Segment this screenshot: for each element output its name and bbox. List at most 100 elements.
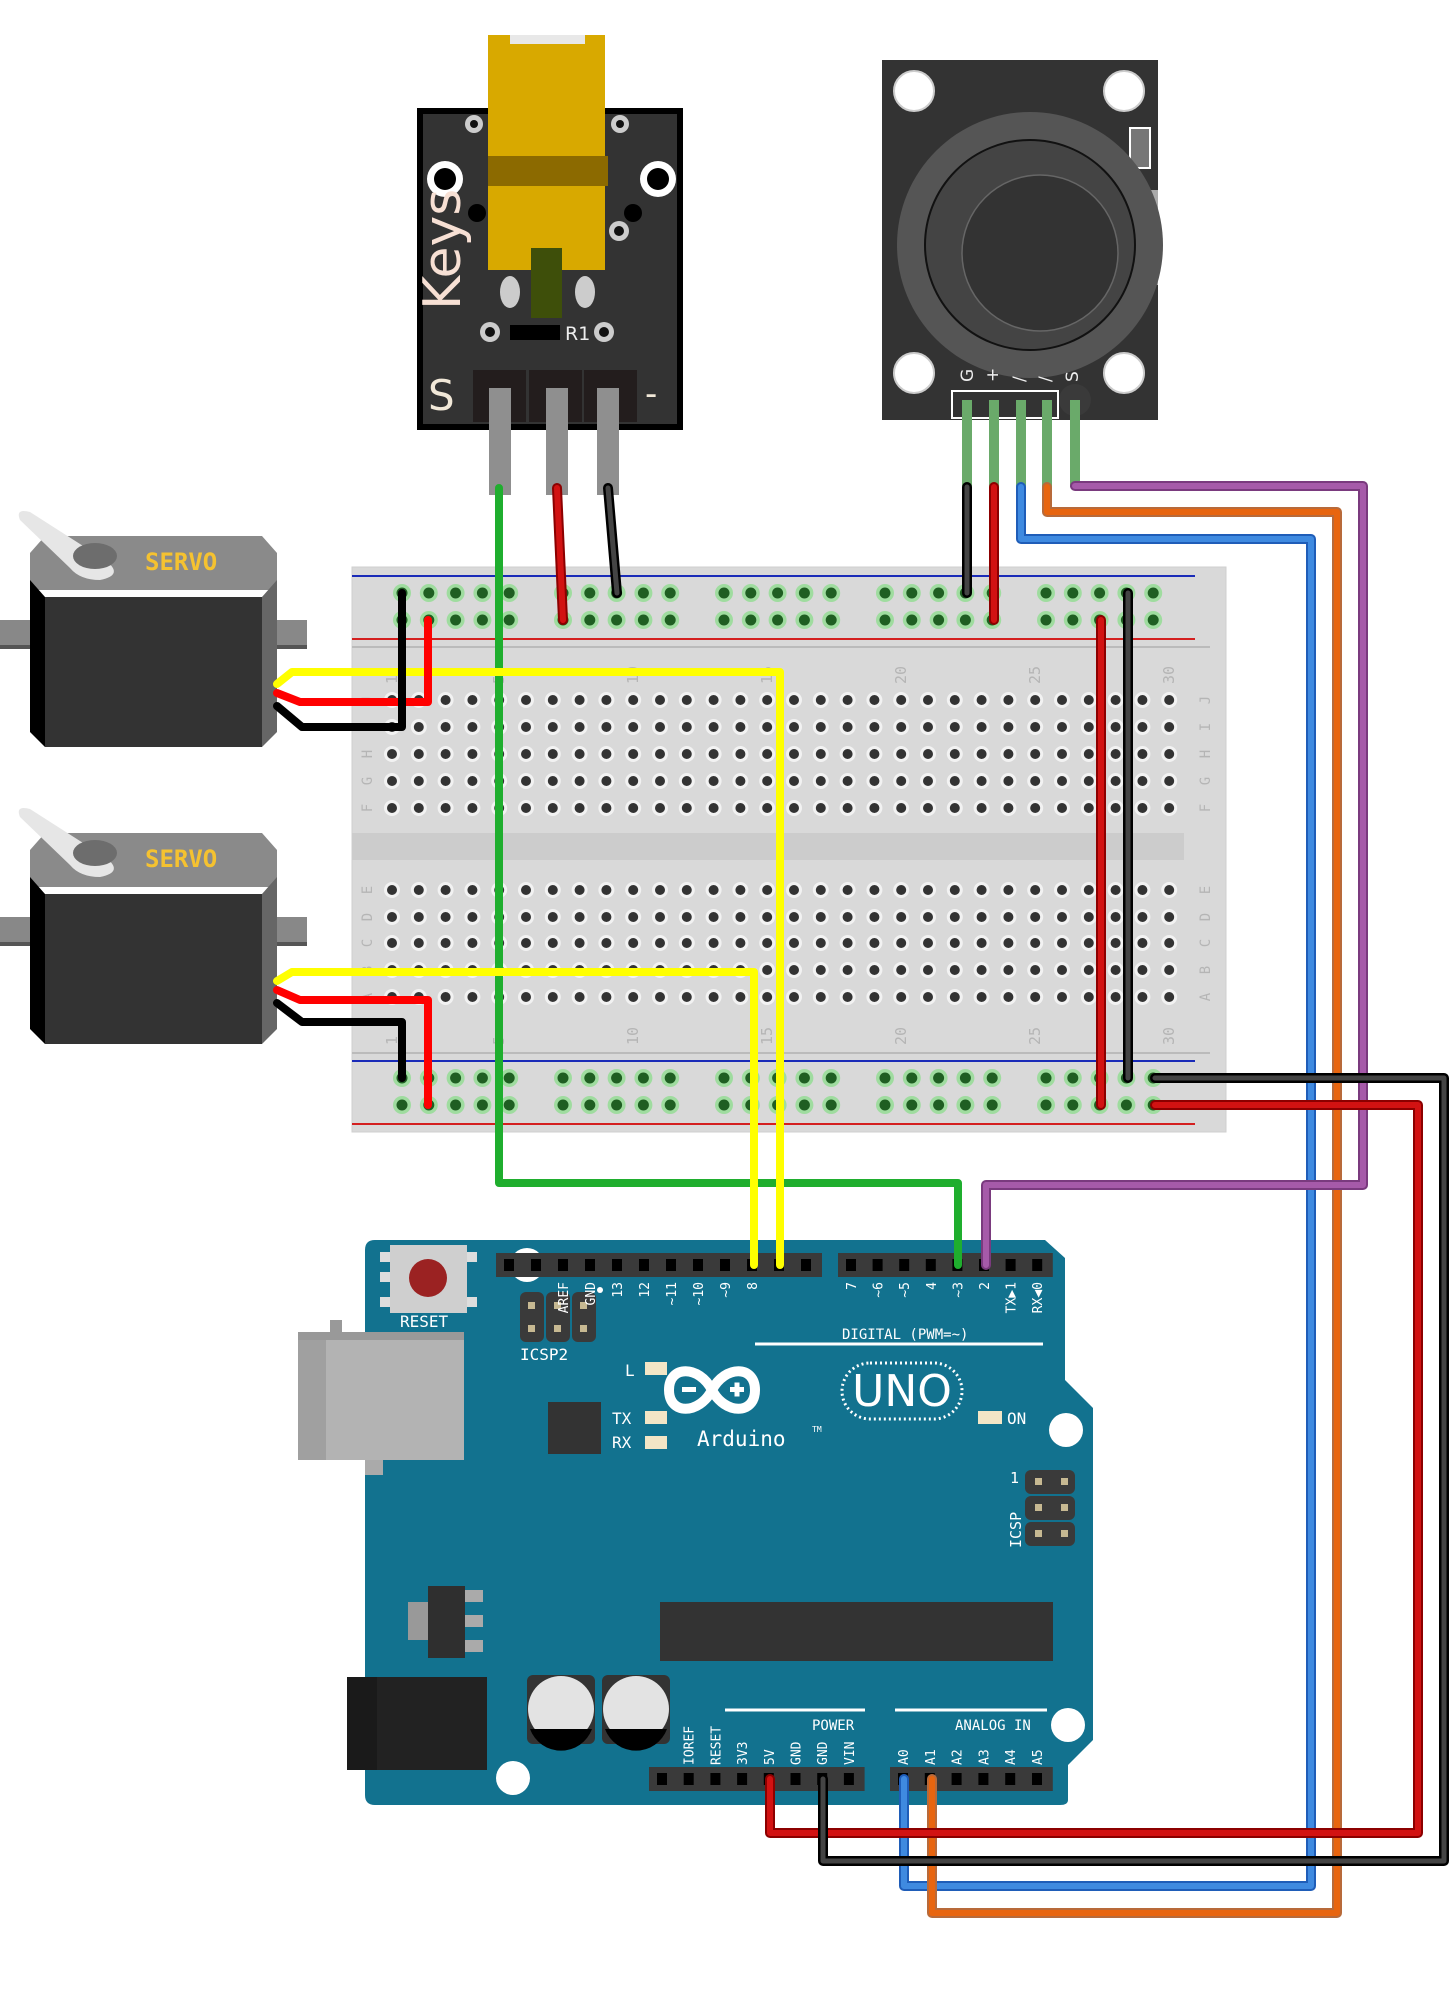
breadboard-hole[interactable] [413,749,424,759]
breadboard-hole[interactable] [842,992,853,1002]
breadboard-hole[interactable] [1083,885,1094,895]
breadboard-hole[interactable] [601,992,612,1002]
breadboard-hole[interactable] [574,912,585,922]
breadboard-hole[interactable] [1137,965,1148,975]
breadboard-hole[interactable] [1110,992,1121,1002]
breadboard-hole[interactable] [735,776,746,786]
rail-hole[interactable] [959,1072,971,1084]
breadboard-hole[interactable] [896,695,907,705]
breadboard-hole[interactable] [547,776,558,786]
breadboard-hole[interactable] [1137,803,1148,813]
joystick-pin-sw[interactable] [1070,400,1080,487]
breadboard-hole[interactable] [1137,992,1148,1002]
breadboard-hole[interactable] [923,722,933,732]
breadboard-hole[interactable] [1110,695,1121,705]
header-pin-IOREF[interactable] [683,1773,694,1785]
breadboard-hole[interactable] [655,749,665,759]
breadboard-hole[interactable] [655,776,665,786]
rail-hole[interactable] [476,1099,488,1111]
rail-hole[interactable] [584,587,596,599]
breadboard-hole[interactable] [387,912,397,922]
breadboard-hole[interactable] [869,885,880,895]
breadboard-hole[interactable] [762,965,773,975]
breadboard-hole[interactable] [547,722,558,732]
rail-hole[interactable] [718,587,730,599]
breadboard-hole[interactable] [708,749,719,759]
rail-hole[interactable] [718,614,730,626]
rail-hole[interactable] [798,1099,810,1111]
rail-hole[interactable] [503,614,515,626]
header-pin-AREF[interactable] [558,1259,568,1271]
breadboard-hole[interactable] [976,992,987,1002]
rail-hole[interactable] [772,614,784,626]
breadboard-hole[interactable] [521,885,531,895]
breadboard-hole[interactable] [1057,695,1067,705]
breadboard-hole[interactable] [440,938,451,948]
rail-hole[interactable] [1067,587,1079,599]
breadboard-hole[interactable] [1030,912,1041,922]
header-pin-A2[interactable] [951,1773,962,1785]
breadboard-hole[interactable] [1003,938,1014,948]
rail-hole[interactable] [879,587,891,599]
rail-hole[interactable] [637,1099,649,1111]
rail-hole[interactable] [664,1072,676,1084]
breadboard-hole[interactable] [628,938,639,948]
breadboard-hole[interactable] [681,885,692,895]
rail-hole[interactable] [423,587,435,599]
breadboard-hole[interactable] [708,722,719,732]
rail-hole[interactable] [906,1072,918,1084]
breadboard-hole[interactable] [842,938,853,948]
breadboard-hole[interactable] [628,885,639,895]
breadboard-hole[interactable] [1003,749,1014,759]
rail-hole[interactable] [798,587,810,599]
breadboard-hole[interactable] [1164,776,1175,786]
breadboard-hole[interactable] [1030,885,1041,895]
breadboard-hole[interactable] [1057,938,1067,948]
rail-hole[interactable] [450,1072,462,1084]
breadboard-hole[interactable] [655,885,665,895]
breadboard-hole[interactable] [1164,885,1175,895]
rail-hole[interactable] [1040,614,1052,626]
breadboard-hole[interactable] [815,749,826,759]
breadboard-hole[interactable] [521,695,531,705]
breadboard-hole[interactable] [467,722,478,732]
breadboard-hole[interactable] [923,885,933,895]
rail-hole[interactable] [450,587,462,599]
rail-hole[interactable] [637,587,649,599]
breadboard-hole[interactable] [976,938,987,948]
breadboard-hole[interactable] [1030,992,1041,1002]
breadboard-hole[interactable] [708,938,719,948]
rail-hole[interactable] [476,587,488,599]
breadboard-hole[interactable] [387,803,397,813]
rail-hole[interactable] [1147,587,1159,599]
laser-pin-signal[interactable] [489,388,511,495]
breadboard-hole[interactable] [923,938,933,948]
breadboard-hole[interactable] [655,695,665,705]
breadboard-hole[interactable] [815,992,826,1002]
breadboard-hole[interactable] [896,992,907,1002]
breadboard-hole[interactable] [923,912,933,922]
breadboard-hole[interactable] [681,695,692,705]
wire-servo1-signal-to-d9[interactable] [273,668,784,1269]
rail-hole[interactable] [611,1072,623,1084]
breadboard-hole[interactable] [896,912,907,922]
wire-servo2-signal-to-d10[interactable] [273,968,758,1269]
rail-hole[interactable] [745,587,757,599]
breadboard-hole[interactable] [1030,722,1041,732]
breadboard-hole[interactable] [869,965,880,975]
rail-hole[interactable] [798,1072,810,1084]
header-pin-A3[interactable] [978,1773,989,1785]
breadboard-hole[interactable] [1083,695,1094,705]
breadboard-hole[interactable] [1057,803,1067,813]
breadboard-hole[interactable] [655,722,665,732]
breadboard-hole[interactable] [681,749,692,759]
breadboard-hole[interactable] [1083,722,1094,732]
header-pin-13[interactable] [612,1259,622,1271]
rail-hole[interactable] [825,587,837,599]
breadboard-hole[interactable] [1110,749,1121,759]
breadboard-hole[interactable] [601,803,612,813]
breadboard-hole[interactable] [628,912,639,922]
breadboard-hole[interactable] [1083,749,1094,759]
laser-pin-vcc[interactable] [546,388,568,495]
rail-hole[interactable] [1040,587,1052,599]
